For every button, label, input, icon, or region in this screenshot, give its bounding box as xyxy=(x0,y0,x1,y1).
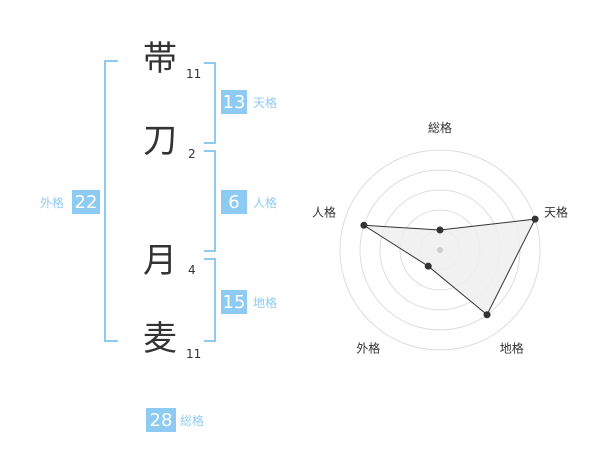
radar-point-2 xyxy=(483,311,491,319)
name-char-4: 麦 xyxy=(143,319,177,359)
name-char-3: 月 xyxy=(143,241,177,281)
tenkaku-bracket xyxy=(204,62,216,144)
stroke-count-1: 11 xyxy=(186,67,202,81)
chikaku-value-box: 15 xyxy=(221,290,247,314)
gaikaku-bracket xyxy=(104,60,118,342)
radar-point-4 xyxy=(360,221,368,229)
stroke-count-2: 2 xyxy=(188,147,196,161)
tenkaku-label: 天格 xyxy=(253,96,278,110)
chikaku-label: 地格 xyxy=(253,296,278,310)
radar-point-3 xyxy=(424,262,432,270)
gaikaku-value-box: 22 xyxy=(72,190,100,214)
radar-point-0 xyxy=(436,226,444,234)
radar-axis-label-1: 天格 xyxy=(544,204,568,219)
radar-points xyxy=(360,215,539,319)
soukaku-label: 総格 xyxy=(180,414,205,428)
radar-area xyxy=(363,218,536,316)
jinkaku-bracket xyxy=(204,150,216,252)
radar-axis-label-4: 人格 xyxy=(312,204,336,219)
radar-ring-5 xyxy=(339,149,541,351)
soukaku-value-box: 28 xyxy=(146,408,176,432)
name-char-1: 帯 xyxy=(143,39,177,79)
radar-point-1 xyxy=(531,215,539,223)
stroke-count-3: 4 xyxy=(188,263,196,277)
jinkaku-value-box: 6 xyxy=(221,190,247,214)
gaikaku-label: 外格 xyxy=(40,196,65,210)
radar-axis-label-3: 外格 xyxy=(356,341,380,356)
name-char-2: 刀 xyxy=(143,121,177,161)
stroke-count-4: 11 xyxy=(186,347,202,361)
chikaku-bracket xyxy=(204,258,216,342)
radar-center-dot xyxy=(437,247,443,253)
radar-axis-label-0: 総格 xyxy=(428,120,452,135)
tenkaku-value-box: 13 xyxy=(221,90,247,114)
radar-axis-label-2: 地格 xyxy=(500,341,524,356)
jinkaku-label: 人格 xyxy=(253,196,278,210)
